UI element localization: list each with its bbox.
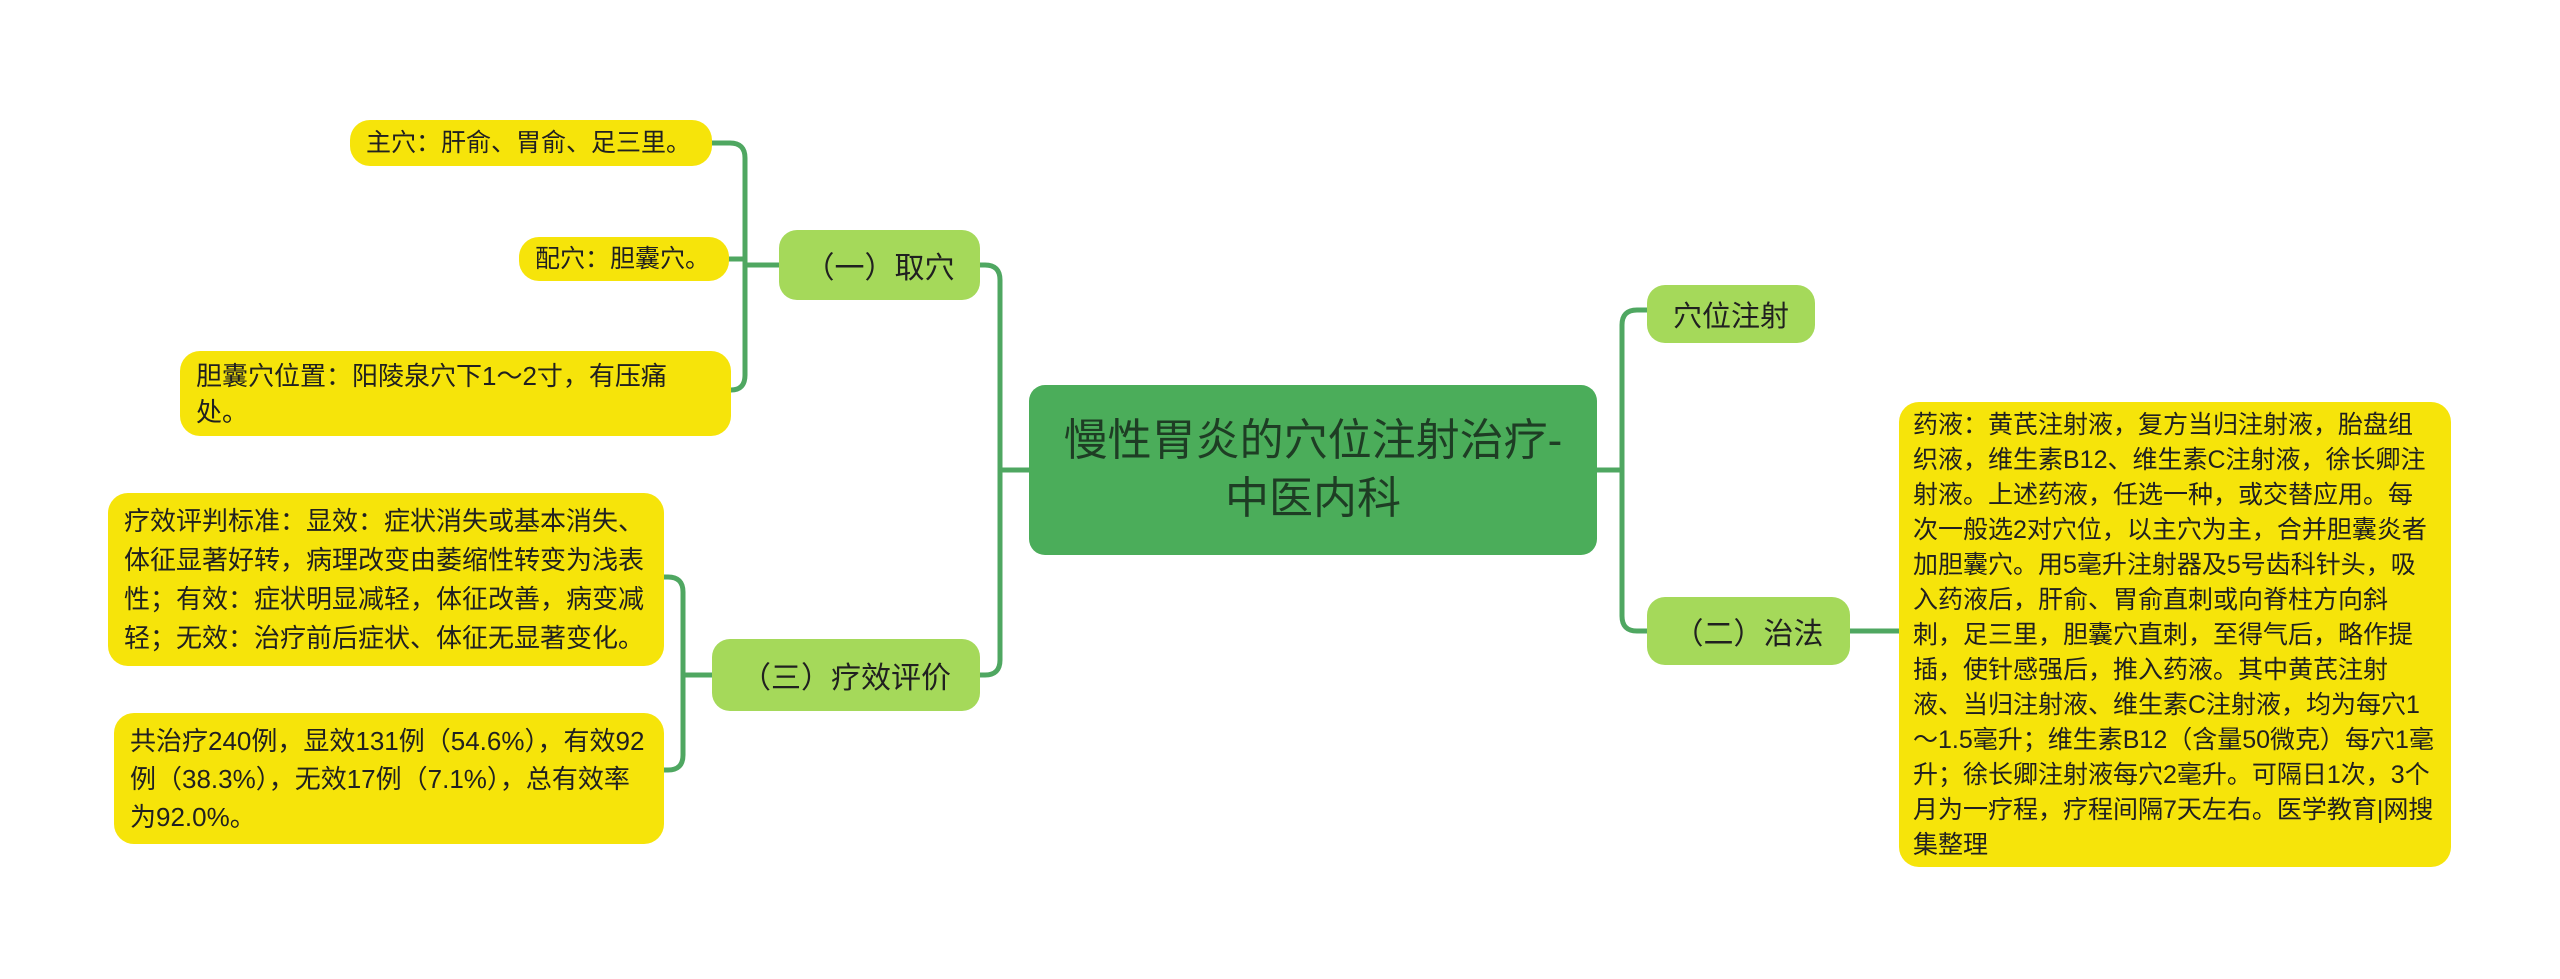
leaf-node-efficacy-criteria[interactable]: 疗效评判标准：显效：症状消失或基本消失、体征显著好转，病理改变由萎缩性转变为浅表…: [108, 493, 664, 666]
leaf-node-gallbladder-point-location-label: 胆囊穴位置：阳陵泉穴下1～2寸，有压痛处。: [196, 360, 667, 427]
branch-node-efficacy-evaluation[interactable]: （三）疗效评价: [712, 639, 980, 711]
branch-node-efficacy-evaluation-label: （三）疗效评价: [741, 662, 951, 695]
leaf-node-treatment-results[interactable]: 共治疗240例，显效131例（54.6%），有效92例（38.3%），无效17例…: [114, 713, 664, 844]
leaf-node-main-points-label: 主穴：肝俞、胃俞、足三里。: [366, 129, 692, 157]
connector-left-trunk: [977, 262, 1003, 678]
leaf-node-treatment-method-detail-label: 药液：黄芪注射液，复方当归注射液，胎盘组织液，维生素B12、维生素C注射液，徐长…: [1913, 411, 2434, 859]
leaf-node-efficacy-criteria-label: 疗效评判标准：显效：症状消失或基本消失、体征显著好转，病理改变由萎缩性转变为浅表…: [124, 505, 645, 653]
leaf-node-supplementary-point[interactable]: 配穴：胆囊穴。: [519, 237, 729, 281]
branch-node-point-selection[interactable]: （一）取穴: [779, 230, 980, 300]
branch-node-point-selection-label: （一）取穴: [804, 252, 955, 285]
leaf-node-treatment-results-label: 共治疗240例，显效131例（54.6%），有效92例（38.3%），无效17例…: [130, 725, 645, 832]
root-node-label: 慢性胃炎的穴位注射治疗-中医内科: [1063, 416, 1563, 523]
connector-quxue-trunk: [709, 140, 748, 393]
branch-node-treatment-method-label: （二）治法: [1673, 618, 1824, 651]
connector-liaoxiao-trunk: [661, 574, 686, 773]
leaf-node-main-points[interactable]: 主穴：肝俞、胃俞、足三里。: [350, 120, 712, 166]
branch-node-acupoint-injection-label: 穴位注射: [1672, 301, 1789, 333]
leaf-node-supplementary-point-label: 配穴：胆囊穴。: [535, 245, 711, 273]
leaf-node-treatment-method-detail[interactable]: 药液：黄芪注射液，复方当归注射液，胎盘组织液，维生素B12、维生素C注射液，徐长…: [1899, 402, 2451, 867]
root-node[interactable]: 慢性胃炎的穴位注射治疗-中医内科: [1029, 385, 1597, 555]
leaf-node-gallbladder-point-location[interactable]: 胆囊穴位置：阳陵泉穴下1～2寸，有压痛处。: [180, 351, 731, 436]
connector-right-trunk: [1619, 307, 1650, 634]
branch-node-treatment-method[interactable]: （二）治法: [1647, 597, 1850, 665]
branch-node-acupoint-injection[interactable]: 穴位注射: [1647, 285, 1815, 343]
